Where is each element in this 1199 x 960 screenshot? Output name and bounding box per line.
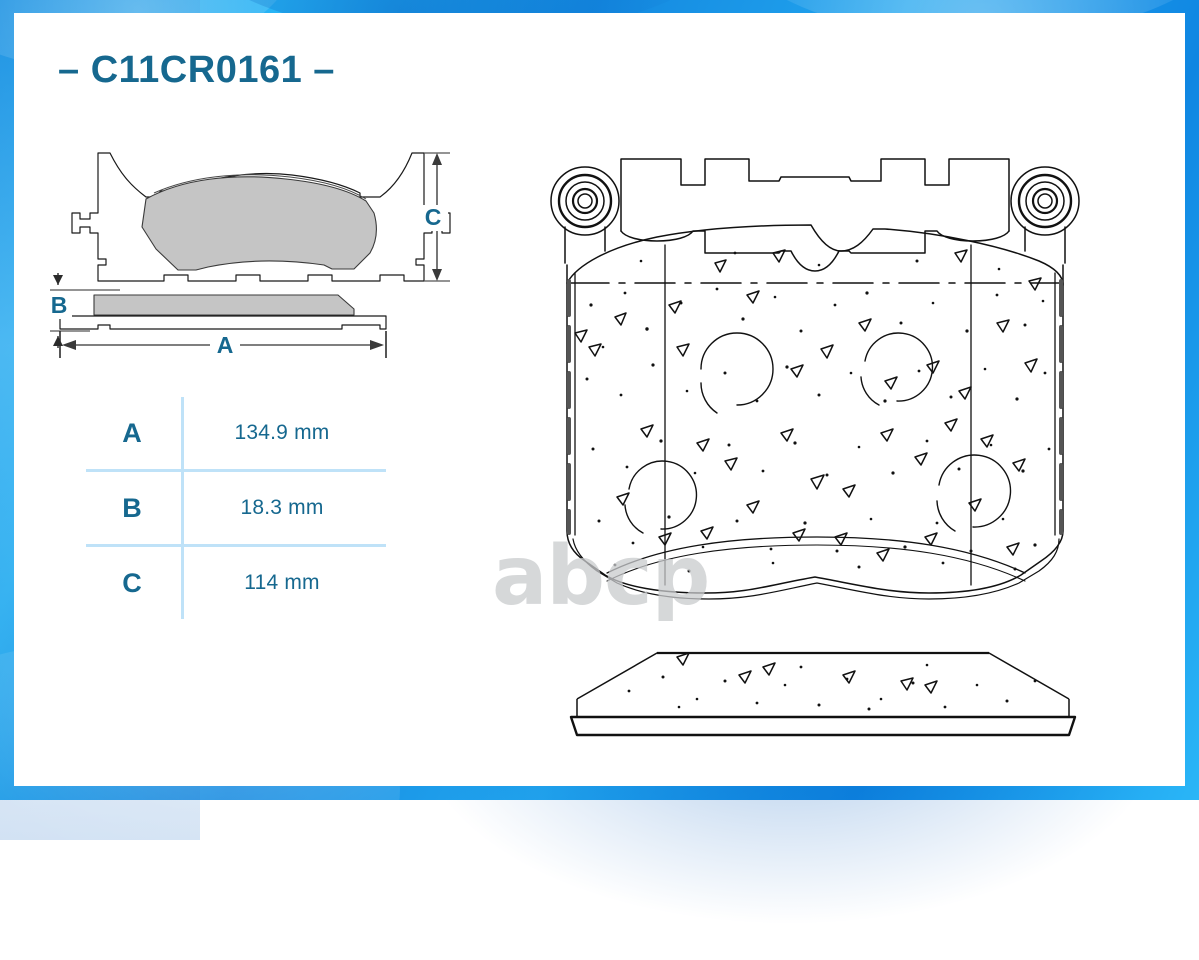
- detailed-drawing: [529, 133, 1129, 743]
- table-vertical-rule: [181, 397, 184, 619]
- table-row: C 114 mm: [86, 544, 386, 619]
- table-cell-key: A: [122, 417, 142, 448]
- dimension-label-c: C: [425, 204, 442, 230]
- dimension-label-a: A: [217, 332, 234, 358]
- table-cell-key: C: [122, 567, 142, 598]
- dimension-label-b: B: [51, 292, 68, 318]
- sheet-canvas: – C11CR0161 –: [14, 13, 1185, 786]
- table-cell-value: 18.3 mm: [240, 496, 324, 519]
- table-cell-value: 134.9 mm: [234, 421, 330, 444]
- page-title: – C11CR0161 –: [58, 49, 335, 91]
- table-row: B 18.3 mm: [86, 469, 386, 544]
- table-cell-value: 114 mm: [244, 571, 320, 594]
- table-row: A 134.9 mm: [86, 397, 386, 469]
- dimensions-table: A 134.9 mm B 18.3 mm C 114 mm: [86, 397, 386, 619]
- table-cell-key: B: [122, 492, 142, 523]
- schematic-figure: C B A: [32, 113, 452, 373]
